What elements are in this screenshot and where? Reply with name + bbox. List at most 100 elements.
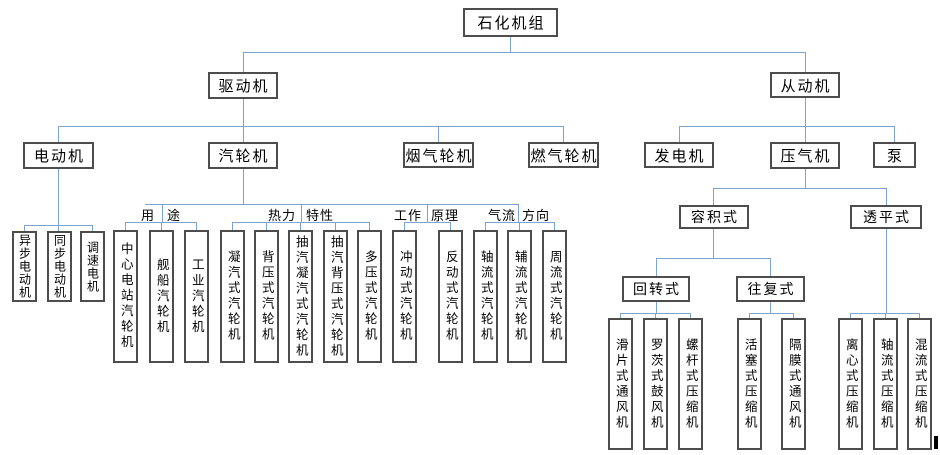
node-multipressure-turbine: 多压式汽轮机 bbox=[357, 230, 382, 363]
group-label-thermal-right: 特性 bbox=[306, 208, 335, 223]
connector bbox=[427, 204, 428, 222]
connector bbox=[770, 258, 771, 276]
node-reciprocating: 往复式 bbox=[736, 276, 805, 302]
group-label-flow-right: 方向 bbox=[522, 208, 551, 223]
group-label-usage-left: 用 bbox=[141, 208, 156, 223]
node-mixed-flow-compressor: 混流式压缩机 bbox=[907, 318, 932, 450]
node-flue-gas-turbine: 烟气轮机 bbox=[403, 142, 474, 168]
node-industrial-turbine: 工业汽轮机 bbox=[184, 230, 209, 363]
connector bbox=[894, 126, 895, 142]
node-driven: 从动机 bbox=[770, 72, 840, 98]
connector bbox=[92, 225, 93, 231]
group-label-principle-left: 工作 bbox=[394, 208, 423, 223]
connector bbox=[510, 37, 511, 52]
connector bbox=[24, 225, 25, 231]
node-root: 石化机组 bbox=[463, 8, 558, 37]
connector bbox=[58, 225, 59, 231]
connector bbox=[518, 204, 519, 222]
connector bbox=[243, 169, 244, 204]
node-electric-motor: 电动机 bbox=[23, 142, 94, 169]
node-central-station-turbine: 中心电站汽轮机 bbox=[113, 230, 138, 363]
connector bbox=[145, 204, 518, 205]
node-marine-turbine: 舰船汽轮机 bbox=[149, 230, 174, 363]
node-speed-adjust-motor: 调速电机 bbox=[80, 231, 105, 302]
node-diaphragm-fan: 隔膜式通风机 bbox=[781, 318, 806, 450]
node-roots-blower: 罗茨式鼓风机 bbox=[643, 318, 668, 450]
connector bbox=[919, 313, 920, 318]
connector bbox=[404, 222, 451, 223]
node-extraction-backpressure-turbine: 抽汽背压式汽轮机 bbox=[323, 230, 348, 363]
node-screw-compressor: 螺杆式压缩机 bbox=[678, 318, 703, 450]
connector bbox=[713, 188, 714, 205]
connector bbox=[232, 222, 233, 230]
connector bbox=[243, 52, 244, 72]
connector bbox=[196, 222, 197, 230]
connector bbox=[690, 313, 691, 318]
connector bbox=[58, 169, 59, 225]
connector bbox=[485, 222, 486, 230]
node-axial-flow-turbine: 轴流式汽轮机 bbox=[473, 230, 498, 363]
connector bbox=[656, 258, 770, 259]
group-label-usage-right: 途 bbox=[167, 208, 182, 223]
node-backpressure-turbine: 背压式汽轮机 bbox=[254, 230, 279, 363]
connector bbox=[793, 313, 794, 318]
node-reaction-turbine: 反动式汽轮机 bbox=[438, 230, 463, 363]
connector bbox=[232, 222, 370, 223]
node-extraction-condensing-turbine: 抽汽凝汽式汽轮机 bbox=[288, 230, 313, 363]
connector bbox=[563, 126, 564, 142]
connector bbox=[770, 302, 771, 313]
node-driver: 驱动机 bbox=[208, 72, 278, 99]
connector bbox=[749, 313, 750, 318]
connector bbox=[886, 229, 887, 313]
connector bbox=[125, 222, 126, 230]
node-peripheral-flow-turbine: 周流式汽轮机 bbox=[542, 230, 567, 363]
node-pump: 泵 bbox=[873, 142, 916, 168]
node-sliding-vane-fan: 滑片式通风机 bbox=[608, 318, 633, 450]
node-rotary: 回转式 bbox=[622, 276, 690, 302]
connector bbox=[161, 222, 162, 230]
node-radial-flow-turbine: 辅流式汽轮机 bbox=[507, 230, 532, 363]
node-sync-motor: 同步电动机 bbox=[47, 231, 72, 302]
connector bbox=[485, 222, 555, 223]
connector bbox=[805, 98, 806, 126]
connector bbox=[749, 313, 794, 314]
connector bbox=[243, 99, 244, 126]
connector bbox=[655, 313, 656, 318]
connector bbox=[162, 204, 163, 222]
group-label-thermal-left: 热力 bbox=[268, 208, 297, 223]
connector bbox=[266, 222, 267, 230]
text-cursor-artifact bbox=[934, 436, 938, 449]
connector bbox=[243, 126, 244, 142]
connector bbox=[850, 313, 851, 318]
node-gas-turbine: 燃气轮机 bbox=[528, 142, 599, 168]
group-label-principle-right: 原理 bbox=[431, 208, 460, 223]
node-volumetric: 容积式 bbox=[679, 205, 749, 229]
node-centrifugal-compressor: 离心式压缩机 bbox=[838, 318, 863, 450]
connector bbox=[301, 204, 302, 222]
connector bbox=[369, 222, 370, 230]
node-piston-compressor: 活塞式压缩机 bbox=[737, 318, 762, 450]
connector bbox=[885, 313, 886, 318]
connector bbox=[450, 222, 451, 230]
connector bbox=[656, 302, 657, 313]
connector bbox=[805, 169, 806, 188]
connector bbox=[713, 188, 886, 189]
connector bbox=[58, 126, 59, 142]
connector bbox=[805, 52, 806, 72]
connector bbox=[58, 126, 564, 127]
connector bbox=[300, 222, 301, 230]
connector bbox=[886, 188, 887, 205]
connector bbox=[656, 258, 657, 276]
connector bbox=[805, 126, 806, 142]
node-axial-compressor: 轴流式压缩机 bbox=[873, 318, 898, 450]
connector bbox=[404, 222, 405, 230]
connector bbox=[679, 126, 680, 142]
node-steam-turbine: 汽轮机 bbox=[208, 142, 278, 169]
node-turbo: 透平式 bbox=[850, 205, 922, 229]
node-compressor: 压气机 bbox=[770, 142, 840, 169]
group-label-flow-left: 气流 bbox=[488, 208, 517, 223]
node-impulse-turbine: 冲动式汽轮机 bbox=[392, 230, 417, 363]
node-condensing-turbine: 凝汽式汽轮机 bbox=[220, 230, 245, 363]
node-async-motor: 异步电动机 bbox=[12, 231, 37, 302]
